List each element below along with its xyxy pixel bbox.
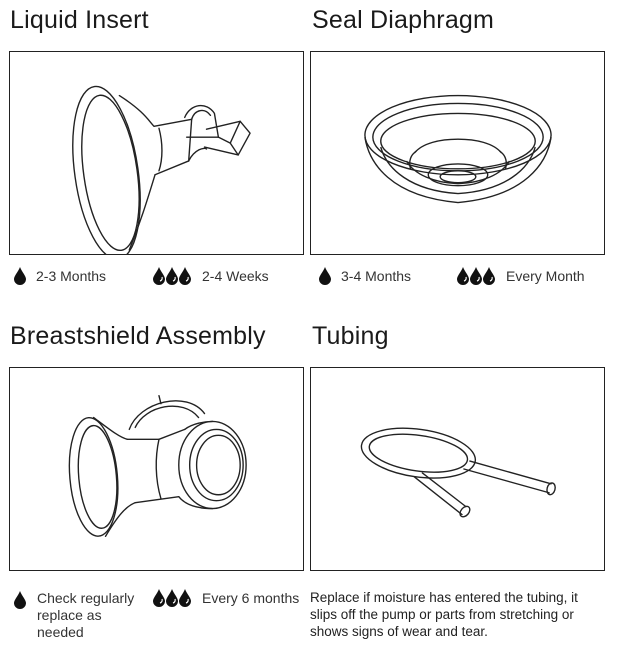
breastshield-assembly-illustration xyxy=(68,395,247,538)
breastshield-assembly-panel xyxy=(9,367,304,571)
breastshield-triple-label: Every 6 months xyxy=(202,589,300,606)
breastshield-single-use: Check regularly replace as needed xyxy=(13,590,147,641)
section-title-seal-diaphragm: Seal Diaphragm xyxy=(312,6,495,34)
seal-diaphragm-illustration xyxy=(364,94,552,204)
tubing-panel xyxy=(310,367,605,571)
tubing-illustration xyxy=(360,427,556,518)
single-drop-icon xyxy=(14,591,26,609)
triple-drop-icon xyxy=(153,267,191,285)
section-title-tubing: Tubing xyxy=(312,322,389,350)
seal-diaphragm-panel xyxy=(310,51,605,255)
liquid-insert-triple-label: 2-4 Weeks xyxy=(202,267,269,284)
tubing-note: Replace if moisture has entered the tubi… xyxy=(310,590,578,639)
triple-drop-icon xyxy=(153,589,191,607)
liquid-insert-single-label: 2-3 Months xyxy=(36,267,107,284)
liquid-insert-single-use: 2-3 Months xyxy=(13,266,106,285)
seal-diaphragm-triple-use: Every Month xyxy=(456,266,585,285)
triple-drop-icon xyxy=(457,267,495,285)
section-title-liquid-insert: Liquid Insert xyxy=(10,6,149,34)
single-drop-icon xyxy=(14,267,26,285)
seal-diaphragm-triple-label: Every Month xyxy=(506,267,585,284)
liquid-insert-illustration xyxy=(72,85,251,254)
section-title-breastshield-assembly: Breastshield Assembly xyxy=(10,322,266,350)
breastshield-triple-use: Every 6 months xyxy=(152,588,299,607)
seal-diaphragm-single-label: 3-4 Months xyxy=(341,267,412,284)
seal-diaphragm-single-use: 3-4 Months xyxy=(318,266,411,285)
breastshield-single-label: Check regularly replace as needed xyxy=(37,590,135,640)
liquid-insert-panel xyxy=(9,51,304,255)
single-drop-icon xyxy=(319,267,331,285)
liquid-insert-triple-use: 2-4 Weeks xyxy=(152,266,269,285)
